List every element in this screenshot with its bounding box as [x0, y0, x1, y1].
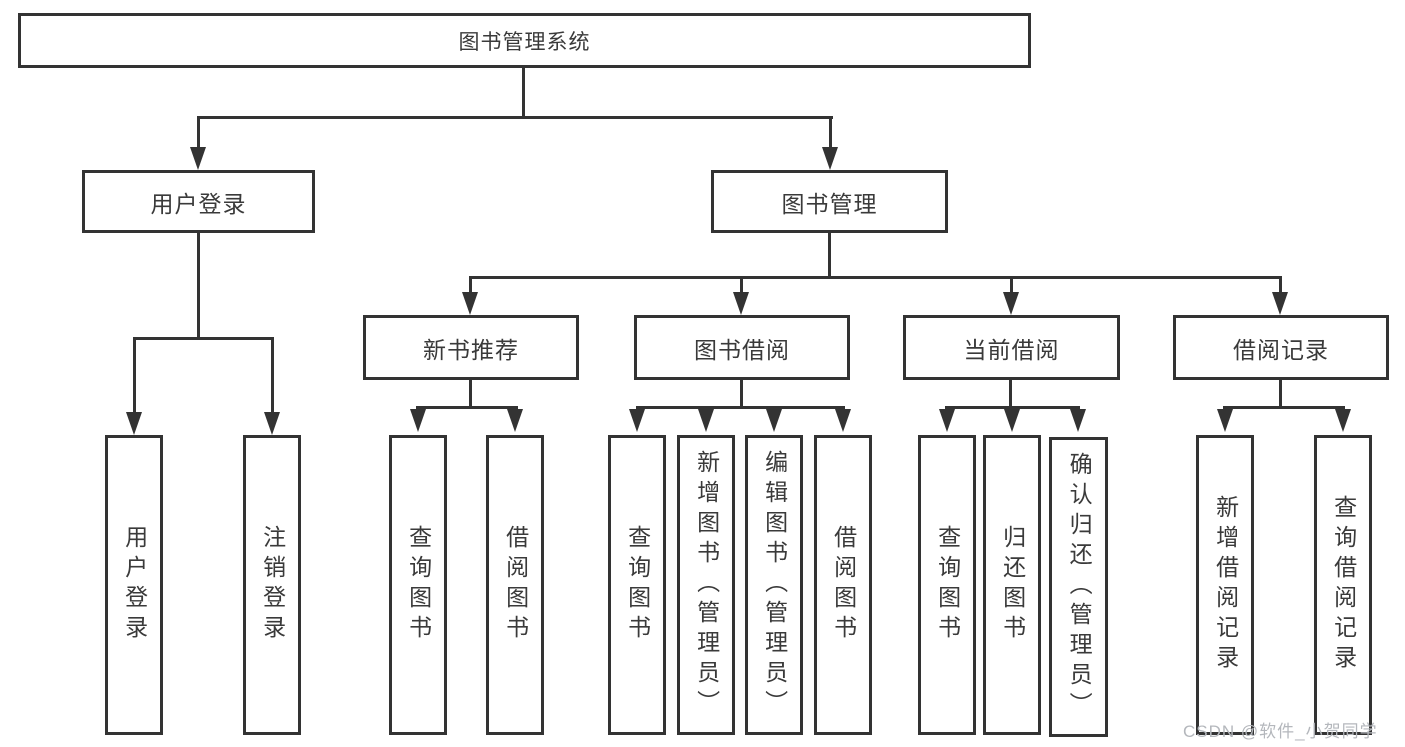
leaf-confirm-return-admin: 确认归还（管理员） [1049, 437, 1108, 737]
leaf-label: 查询借阅记录 [1330, 495, 1357, 675]
connector-login-branch [133, 337, 274, 340]
connector-section-branch [416, 406, 518, 409]
connector-section-stem [469, 380, 472, 406]
node-label: 新书推荐 [423, 336, 519, 363]
connector-shaft [1279, 276, 1282, 295]
leaf-label: 查询图书 [405, 525, 432, 645]
arrow-down [410, 409, 426, 432]
leaf-query-books: 查询图书 [918, 435, 976, 735]
leaf-query-books: 查询图书 [608, 435, 666, 735]
arrow-down [264, 412, 280, 435]
connector-shaft [1010, 276, 1013, 295]
leaf-label: 用户登录 [121, 525, 148, 645]
csdn-watermark: CSDN @软件_小贺同学 [1183, 722, 1378, 741]
leaf-query-borrow-record: 查询借阅记录 [1314, 435, 1372, 735]
leaf-label: 借阅图书 [502, 525, 529, 645]
connector-shaft [469, 276, 472, 295]
leaf-label: 归还图书 [999, 525, 1026, 645]
arrow-down [733, 292, 749, 315]
arrow-down [939, 409, 955, 432]
arrow-down [1004, 409, 1020, 432]
leaf-label: 编辑图书（管理员） [761, 450, 788, 720]
node-label: 借阅记录 [1233, 336, 1329, 363]
leaf-label: 新增图书（管理员） [693, 450, 720, 720]
node-label: 图书借阅 [694, 336, 790, 363]
leaf-label: 新增借阅记录 [1212, 495, 1239, 675]
leaf-return-books: 归还图书 [983, 435, 1041, 735]
node-library-management-system: 图书管理系统 [18, 13, 1031, 68]
connector-shaft [133, 337, 136, 413]
connector-section-stem [1009, 380, 1012, 406]
arrow-down [1070, 409, 1086, 432]
node-label: 当前借阅 [963, 336, 1060, 363]
arrow-down [822, 147, 838, 170]
leaf-user-login: 用户登录 [105, 435, 163, 735]
leaf-borrow-books: 借阅图书 [814, 435, 872, 735]
leaf-add-books-admin: 新增图书（管理员） [677, 435, 735, 735]
connector-section-stem [740, 380, 743, 406]
leaf-label: 借阅图书 [830, 525, 857, 645]
arrow-down [698, 409, 714, 432]
connector-section-branch [636, 406, 845, 409]
leaf-edit-books-admin: 编辑图书（管理员） [745, 435, 803, 735]
connector-shaft-management [829, 116, 832, 150]
connector-section-branch [1223, 406, 1345, 409]
arrow-down [1272, 292, 1288, 315]
arrow-down [1335, 409, 1351, 432]
arrow-down [462, 292, 478, 315]
connector-section-branch [945, 406, 1080, 409]
connector-shaft [740, 276, 743, 295]
connector-management-branch [469, 276, 1282, 279]
node-new-book-recommendation: 新书推荐 [363, 315, 579, 380]
node-label: 用户登录 [150, 190, 247, 217]
node-book-management: 图书管理 [711, 170, 948, 233]
node-label: 图书管理系统 [458, 30, 591, 54]
arrow-down [126, 412, 142, 435]
connector-root-stem [522, 68, 525, 116]
node-borrowing-records: 借阅记录 [1173, 315, 1389, 380]
arrow-down [835, 409, 851, 432]
leaf-label: 查询图书 [934, 525, 961, 645]
leaf-label: 注销登录 [259, 525, 286, 645]
connector-shaft [271, 337, 274, 413]
leaf-query-books: 查询图书 [389, 435, 447, 735]
leaf-add-borrow-record: 新增借阅记录 [1196, 435, 1254, 735]
arrow-down [629, 409, 645, 432]
arrow-down [190, 147, 206, 170]
arrow-down [1003, 292, 1019, 315]
node-label: 图书管理 [781, 190, 878, 217]
leaf-label: 查询图书 [624, 525, 651, 645]
connector-root-branch [197, 116, 833, 119]
node-current-borrowing: 当前借阅 [903, 315, 1120, 380]
connector-section-stem [1279, 380, 1282, 406]
connector-login-stem [197, 233, 200, 337]
arrow-down [507, 409, 523, 432]
leaf-borrow-books: 借阅图书 [486, 435, 544, 735]
leaf-logout: 注销登录 [243, 435, 301, 735]
arrow-down [766, 409, 782, 432]
node-user-login: 用户登录 [82, 170, 315, 233]
connector-management-stem [828, 233, 831, 276]
connector-shaft-login [197, 116, 200, 150]
node-book-borrowing: 图书借阅 [634, 315, 850, 380]
arrow-down [1217, 409, 1233, 432]
leaf-label: 确认归还（管理员） [1066, 452, 1093, 722]
